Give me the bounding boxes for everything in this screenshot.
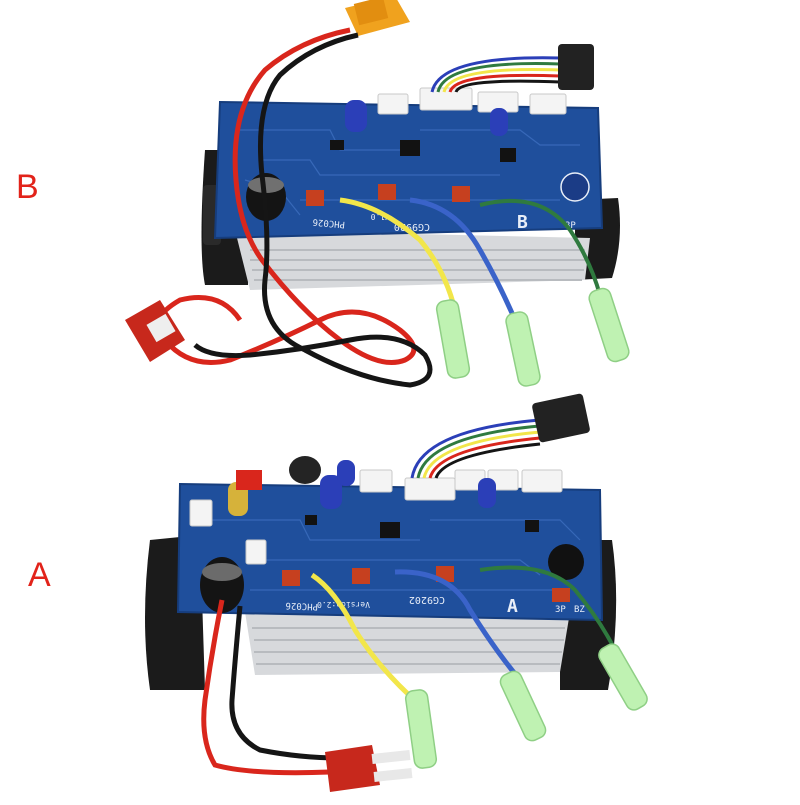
- controller-board-a: CG9202 PHC026 Version:2.0 A 3P BZ: [145, 393, 648, 792]
- silkscreen-version-b: V1.0: [371, 212, 390, 221]
- phase-wire-yellow-b: [339, 197, 458, 311]
- t-plug-b: [125, 300, 185, 362]
- silkscreen-connector-a: 3P: [555, 605, 566, 615]
- power-wire-red-a: [201, 599, 331, 776]
- red-components-a: [282, 566, 570, 602]
- red-components-b: [306, 184, 470, 206]
- header-connectors-a: [189, 469, 563, 565]
- phase-wire-blue-a: [394, 569, 522, 682]
- silkscreen-serial-b: CG9920: [394, 221, 430, 232]
- xt60-connector-b: [345, 0, 410, 36]
- board-label-b: B: [16, 168, 39, 206]
- silkscreen-version-a: Version:2.0: [317, 600, 370, 609]
- hall-connector-a: [532, 393, 590, 443]
- capacitors-a: [200, 456, 584, 613]
- silkscreen-buzzer-a: BZ: [574, 605, 585, 615]
- hall-connector-b: [558, 44, 594, 90]
- hall-sensor-cable-b: [430, 56, 561, 93]
- phase-wire-yellow-a: [310, 572, 422, 707]
- heatsink-a: [245, 612, 570, 675]
- t-plug-a: [325, 745, 413, 792]
- header-connectors-b: [377, 87, 567, 115]
- silkscreen-letter-a: A: [507, 596, 518, 617]
- silkscreen-connector-b: 3P: [565, 221, 576, 231]
- board-label-a: A: [28, 556, 51, 594]
- phase-terminals-a: [404, 643, 648, 769]
- silkscreen-part-b: PHC026: [312, 216, 345, 229]
- phase-terminals-b: [435, 287, 630, 387]
- hall-sensor-cable-a: [410, 418, 541, 479]
- silkscreen-letter-b: B: [517, 212, 528, 233]
- phase-wire-blue-b: [409, 197, 518, 321]
- power-wire-black-a: [229, 605, 341, 761]
- phase-wire-green-b: [479, 198, 602, 296]
- silkscreen-serial-a: CG9202: [409, 594, 445, 605]
- controller-board-b: CG9920 PHC026 V1.0 B 3P: [125, 0, 630, 388]
- phase-wire-green-a: [479, 565, 617, 651]
- power-wire-black-b: [193, 32, 433, 388]
- silkscreen-part-a: PHC026: [285, 600, 318, 611]
